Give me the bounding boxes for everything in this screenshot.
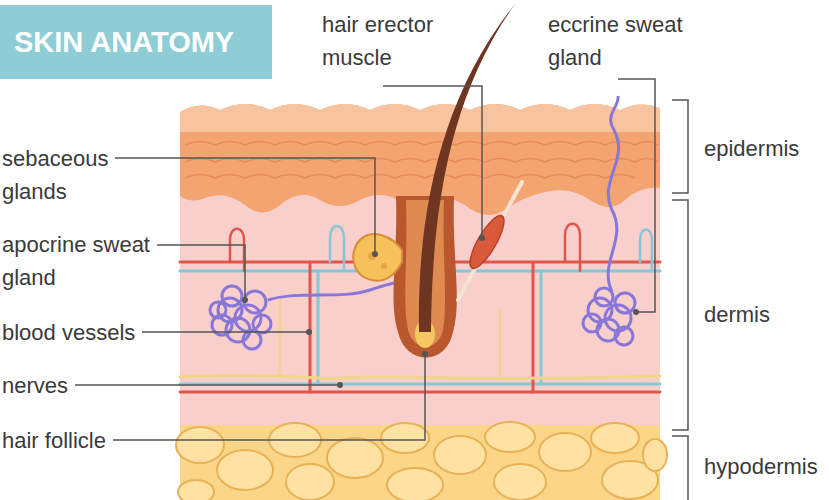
leader-line	[383, 86, 482, 238]
leader-dot	[422, 351, 428, 357]
part-label: hair follicle	[2, 428, 106, 453]
eccrine-gland	[583, 96, 635, 345]
title: SKIN ANATOMY	[0, 5, 272, 79]
leader-line	[142, 331, 309, 333]
part-label-box: sebaceous glands	[2, 142, 122, 208]
part-label-box: hair erector muscle	[322, 8, 472, 74]
leader-dot	[242, 297, 248, 303]
leader-dot	[633, 309, 639, 315]
part-label: hair erector muscle	[322, 12, 433, 70]
part-label-box: blood vessels	[2, 316, 172, 349]
part-label-box: epidermis	[704, 132, 826, 165]
part-label-box: nerves	[2, 369, 172, 402]
part-label-box: apocrine sweat gland	[2, 228, 170, 294]
part-label: hypodermis	[704, 454, 818, 479]
leader-dot	[372, 251, 378, 257]
leader-dot	[479, 235, 485, 241]
part-label: apocrine sweat gland	[2, 232, 150, 290]
part-label-box: hair follicle	[2, 424, 172, 457]
leader-line	[113, 354, 425, 440]
leader-line	[115, 158, 375, 254]
leader-line	[75, 384, 340, 386]
part-label-box: eccrine sweat gland	[548, 8, 708, 74]
part-label: sebaceous glands	[2, 146, 108, 204]
erector-muscle	[458, 182, 522, 300]
hair-follicle	[393, 4, 515, 358]
part-label: dermis	[704, 302, 770, 327]
part-label: nerves	[2, 373, 68, 398]
title-band: SKIN ANATOMY	[0, 5, 272, 79]
part-label-box: hypodermis	[704, 450, 826, 483]
leader-dot	[337, 382, 343, 388]
part-label: blood vessels	[2, 320, 135, 345]
leader-dot	[306, 329, 312, 335]
sebaceous-gland	[353, 234, 402, 281]
part-label: eccrine sweat gland	[548, 12, 683, 70]
hypodermis-layer	[176, 422, 667, 500]
apocrine-gland	[210, 282, 402, 349]
part-label: epidermis	[704, 136, 799, 161]
leader-lines	[75, 79, 655, 440]
part-label-box: dermis	[704, 298, 826, 331]
layer-brackets	[672, 100, 688, 500]
leader-line	[618, 79, 655, 312]
leader-line	[157, 245, 245, 300]
